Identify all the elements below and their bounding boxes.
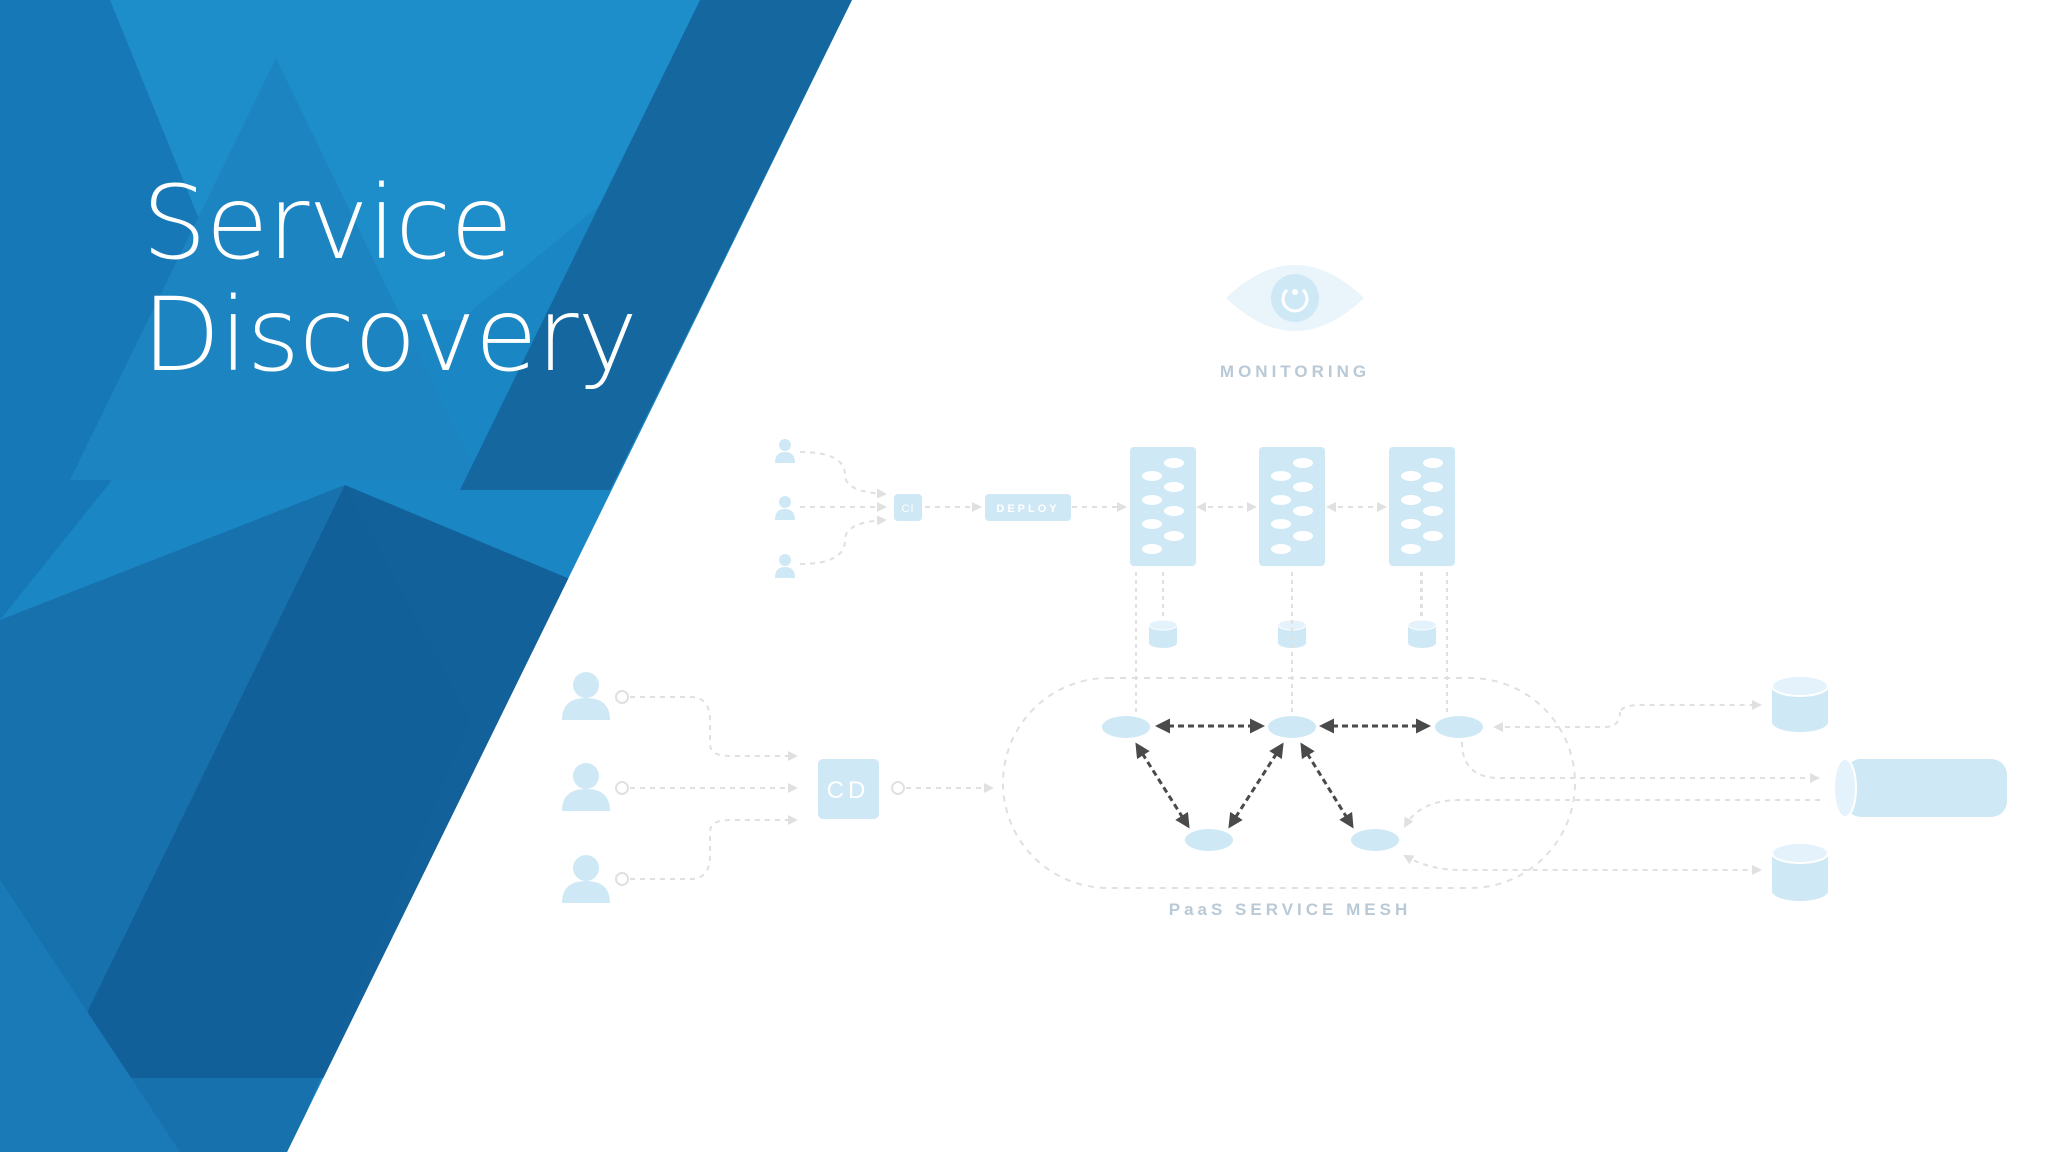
database-icon	[1771, 675, 1829, 732]
mesh-label: PaaS SERVICE MESH	[1169, 900, 1411, 919]
mesh-boundary	[1002, 677, 1576, 889]
user-icon	[562, 672, 610, 903]
server-rack	[1259, 447, 1325, 566]
ci-label: CI	[902, 503, 915, 515]
monitoring-label: MONITORING	[1220, 362, 1370, 381]
ci-pipeline: CI DEPLOY	[775, 439, 1455, 648]
title-line-1: Service	[142, 164, 513, 283]
monitoring-group: MONITORING	[1220, 265, 1370, 381]
cd-section: CD	[562, 672, 994, 903]
deploy-box	[985, 494, 1071, 521]
cd-box	[818, 759, 879, 819]
deploy-label: DEPLOY	[996, 503, 1059, 515]
database-icon	[1277, 619, 1307, 648]
ci-box	[894, 494, 922, 521]
cd-label: CD	[827, 777, 870, 804]
title-line-2: Discovery	[142, 276, 638, 395]
eye-icon	[1226, 265, 1364, 331]
database-icon	[1407, 619, 1437, 648]
slide-title: Service Discovery	[142, 164, 638, 395]
database-icon	[1771, 842, 1829, 901]
service-node	[1102, 716, 1483, 851]
server-rack	[1389, 447, 1455, 566]
storage-section	[1403, 675, 2007, 901]
storage-cylinder-icon	[1833, 758, 2007, 818]
server-rack	[1130, 447, 1196, 566]
database-icon	[1148, 619, 1178, 648]
service-mesh: PaaS SERVICE MESH	[1002, 572, 1576, 919]
user-icon	[775, 439, 795, 578]
